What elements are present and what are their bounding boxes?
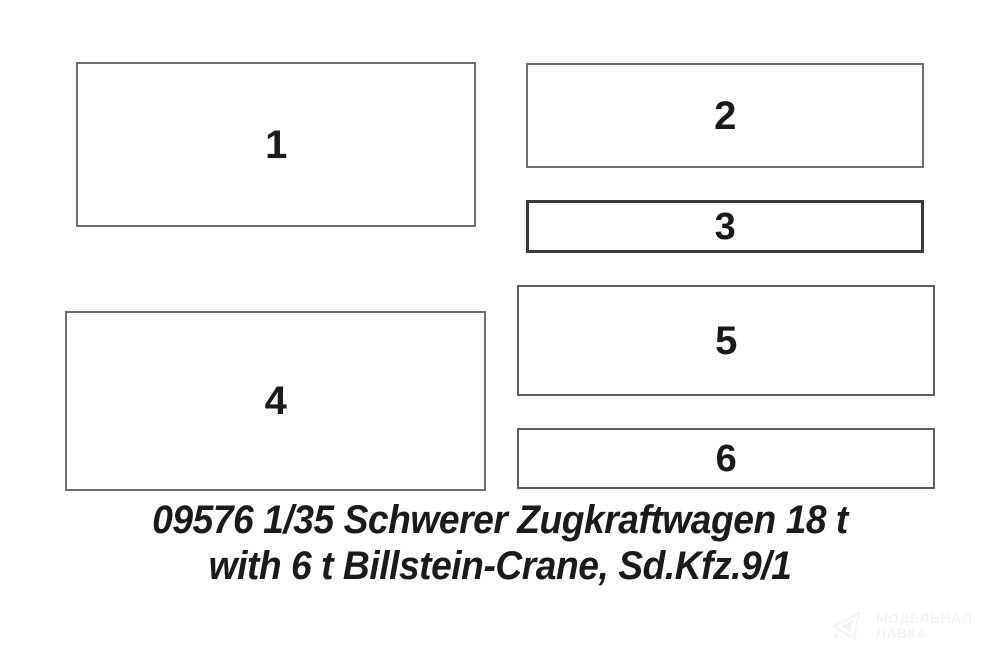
sprue-box-2[interactable]: 2	[526, 63, 924, 168]
watermark: МОДЕЛЬНАЯ ЛАВКА	[828, 600, 992, 652]
watermark-line-1: МОДЕЛЬНАЯ	[876, 610, 973, 627]
sprue-box-4[interactable]: 4	[65, 311, 486, 491]
kit-title-line-2: with 6 t Billstein-Crane, Sd.Kfz.9/1	[208, 544, 792, 588]
sprue-box-number: 4	[264, 379, 287, 423]
sprue-box-number: 6	[715, 437, 737, 480]
watermark-text: МОДЕЛЬНАЯ ЛАВКА	[876, 611, 972, 640]
sprue-box-1[interactable]: 1	[76, 62, 476, 227]
watermark-line-2: ЛАВКА	[876, 625, 928, 641]
sprue-box-number: 5	[715, 318, 737, 363]
kit-title: 09576 1/35 Schwerer Zugkraftwagen 18 t w…	[0, 497, 1000, 589]
sprue-box-number: 2	[714, 93, 736, 138]
sprue-box-number: 3	[714, 205, 736, 248]
sprue-box-6[interactable]: 6	[517, 428, 935, 489]
sprue-box-3[interactable]: 3	[526, 200, 924, 253]
kit-title-line-1: 09576 1/35 Schwerer Zugkraftwagen 18 t	[152, 498, 848, 542]
play-triangle-icon	[832, 611, 861, 641]
sprue-box-number: 1	[265, 122, 287, 167]
sprue-box-5[interactable]: 5	[517, 285, 935, 396]
